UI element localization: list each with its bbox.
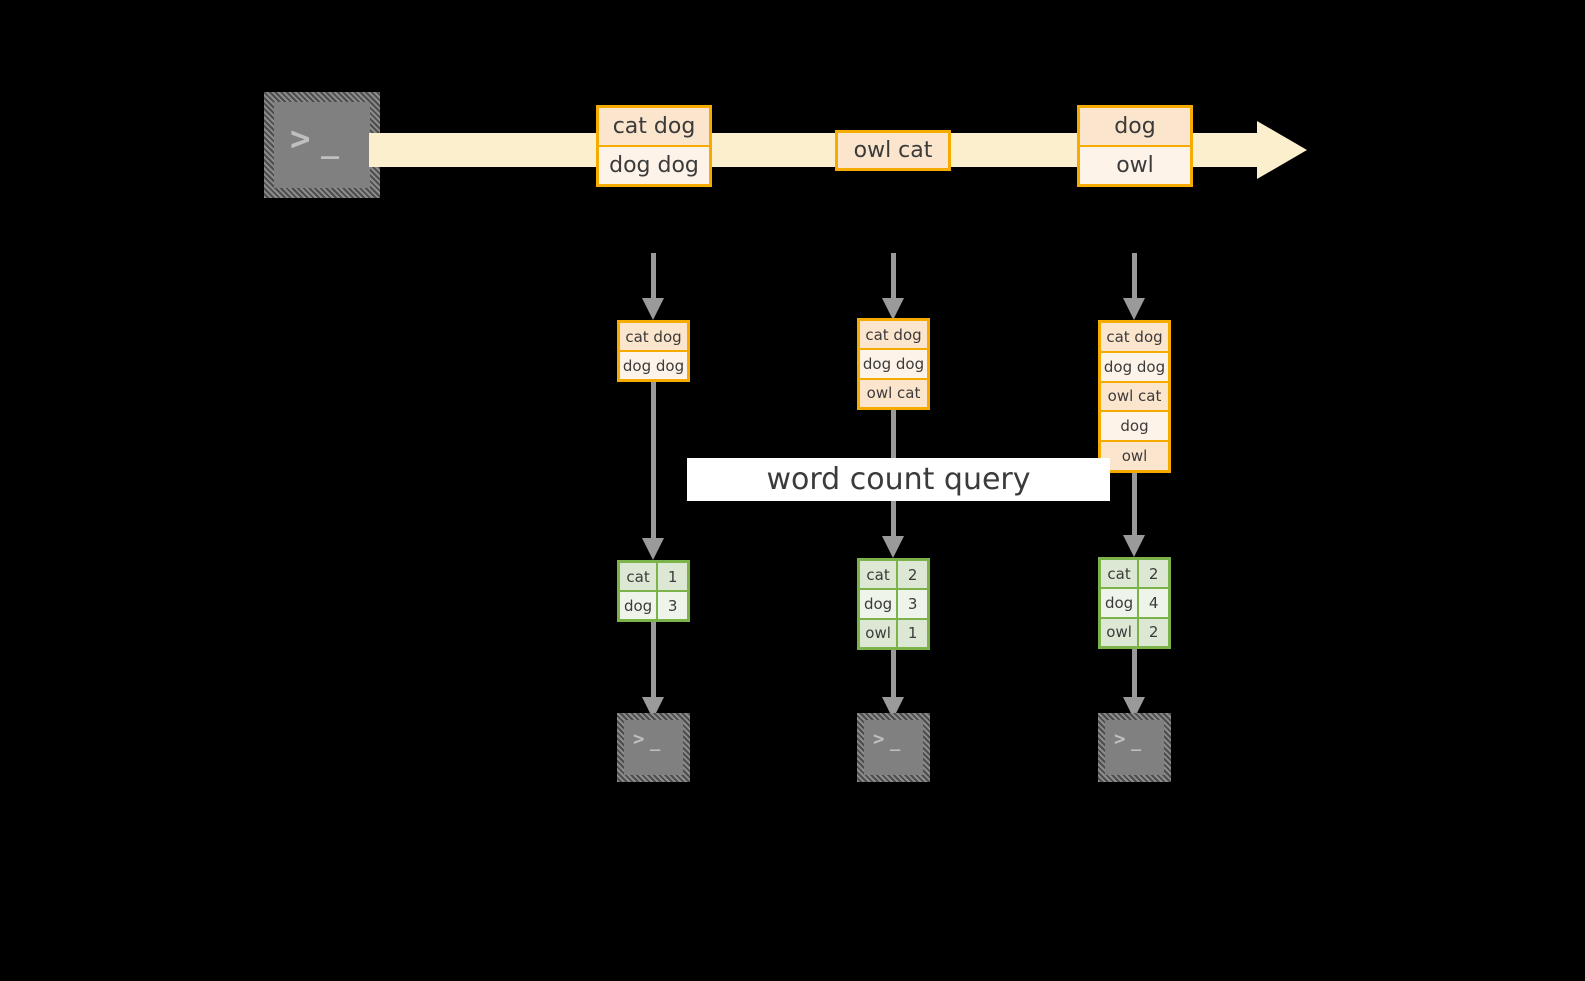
result-value: 3	[658, 592, 687, 619]
stream-event-row: owl	[1080, 147, 1190, 184]
result-value: 1	[658, 563, 687, 590]
result-1-table: cat 1 dog 3	[617, 560, 690, 622]
snapshot-2-table: cat dog dog dog owl cat	[857, 318, 930, 410]
stream-event-group-3: dog owl	[1077, 105, 1193, 187]
snapshot-row: cat dog	[1101, 323, 1168, 353]
snapshot-1-to-result-connector	[642, 382, 664, 560]
terminal-prompt-glyph: >	[290, 119, 311, 159]
snapshot-row: dog	[1101, 412, 1168, 443]
result-key: owl	[1101, 618, 1140, 646]
query-label: word count query	[687, 458, 1110, 501]
stream-to-snapshot-connector	[1123, 253, 1145, 320]
snapshot-row: dog dog	[1101, 352, 1168, 383]
result-row: owl 1	[860, 619, 927, 647]
stream-event-row: cat dog	[599, 108, 709, 147]
stream-event-row: owl cat	[838, 133, 948, 168]
result-key: cat	[1101, 560, 1140, 588]
result-value: 2	[1139, 618, 1168, 646]
result-row: dog 3	[620, 592, 687, 619]
result-row: cat 1	[620, 563, 687, 592]
stream-event-group-2: owl cat	[835, 130, 951, 171]
result-key: dog	[860, 590, 899, 618]
terminal-cursor-glyph: _	[321, 125, 340, 160]
snapshot-row: owl	[1101, 442, 1168, 470]
terminal-cursor-glyph: _	[890, 732, 901, 752]
snapshot-row: owl cat	[860, 379, 927, 407]
result-1-to-sink-connector	[642, 622, 664, 719]
result-key: dog	[620, 592, 659, 619]
stream-to-snapshot-connector	[882, 253, 904, 320]
terminal-cursor-glyph: _	[650, 732, 661, 752]
terminal-screen	[274, 102, 370, 188]
result-value: 2	[898, 561, 927, 589]
stream-source-terminal-icon: > _	[264, 92, 380, 198]
result-key: dog	[1101, 589, 1140, 617]
snapshot-row: owl cat	[1101, 382, 1168, 413]
result-3-to-sink-connector	[1123, 649, 1145, 719]
terminal-cursor-glyph: _	[1131, 732, 1142, 752]
result-row: dog 3	[860, 590, 927, 620]
result-key: cat	[620, 563, 659, 590]
stream-to-snapshot-connector	[642, 253, 664, 320]
terminal-prompt-glyph: >	[873, 728, 885, 750]
result-value: 2	[1139, 560, 1168, 588]
terminal-screen	[1105, 720, 1164, 775]
result-3-table: cat 2 dog 4 owl 2	[1098, 557, 1171, 649]
result-value: 1	[898, 619, 927, 647]
result-2-table: cat 2 dog 3 owl 1	[857, 558, 930, 650]
sink-3-terminal-icon: > _	[1098, 713, 1171, 782]
event-stream-arrowhead	[1257, 121, 1307, 179]
sink-2-terminal-icon: > _	[857, 713, 930, 782]
result-value: 3	[898, 590, 927, 618]
terminal-screen	[624, 720, 683, 775]
terminal-prompt-glyph: >	[633, 728, 645, 750]
result-key: cat	[860, 561, 899, 589]
snapshot-3-table: cat dog dog dog owl cat dog owl	[1098, 320, 1171, 473]
result-2-to-sink-connector	[882, 650, 904, 719]
snapshot-row: cat dog	[860, 321, 927, 351]
snapshot-3-to-result-connector	[1123, 473, 1145, 557]
result-row: dog 4	[1101, 589, 1168, 619]
result-value: 4	[1139, 589, 1168, 617]
result-row: owl 2	[1101, 618, 1168, 646]
stream-event-row: dog	[1080, 108, 1190, 147]
snapshot-1-table: cat dog dog dog	[617, 320, 690, 382]
result-key: owl	[860, 619, 899, 647]
terminal-prompt-glyph: >	[1114, 728, 1126, 750]
snapshot-row: dog dog	[620, 352, 687, 379]
stream-event-group-1: cat dog dog dog	[596, 105, 712, 187]
result-row: cat 2	[1101, 560, 1168, 590]
terminal-screen	[864, 720, 923, 775]
sink-1-terminal-icon: > _	[617, 713, 690, 782]
result-row: cat 2	[860, 561, 927, 591]
snapshot-row: cat dog	[620, 323, 687, 352]
stream-event-row: dog dog	[599, 147, 709, 184]
snapshot-row: dog dog	[860, 350, 927, 380]
